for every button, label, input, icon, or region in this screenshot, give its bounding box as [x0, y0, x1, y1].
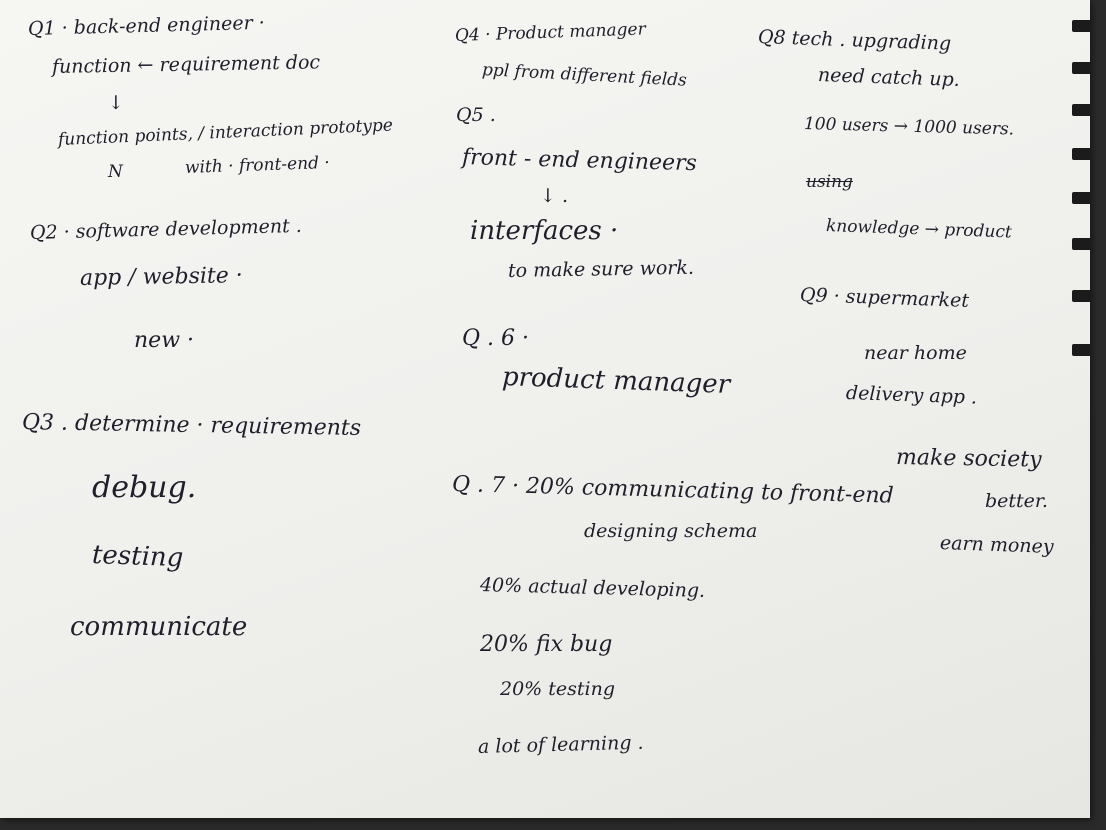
q8-title: Q8 tech . upgrading: [757, 26, 952, 55]
q1-line-function: function ← requirement doc: [51, 51, 321, 78]
q1-line-with-front-end: with · front-end ·: [184, 152, 331, 178]
q6-line-product-manager: product manager: [501, 362, 731, 400]
q1-arrow: ↓: [108, 92, 124, 114]
binder-tab: [1072, 192, 1090, 204]
q1-title: Q1 · back-end engineer ·: [27, 11, 266, 40]
q7-line-fix-bug: 20% fix bug: [480, 632, 613, 657]
q4-line-ppl: ppl from different fields: [481, 60, 688, 91]
binder-tab: [1072, 104, 1090, 116]
binder-tab: [1072, 20, 1090, 32]
q9-line-delivery: delivery app .: [845, 382, 978, 409]
binder-tab: [1072, 238, 1090, 250]
q9-title: Q9 · supermarket: [799, 284, 970, 312]
binder-tab: [1072, 344, 1090, 356]
q3-item-testing: testing: [91, 540, 184, 574]
q3-item-debug: debug.: [92, 470, 197, 505]
q9-line-society: make society: [895, 445, 1042, 473]
binder-tab: [1072, 62, 1090, 74]
q3-item-communicate: communicate: [70, 612, 248, 642]
q8-line-catch-up: need catch up.: [817, 64, 961, 91]
q4-title: Q4 · Product manager: [454, 19, 646, 46]
q5-line-make-sure: to make sure work.: [507, 256, 695, 282]
q8-line-users: 100 users → 1000 users.: [803, 114, 1015, 140]
binder-tab: [1072, 290, 1090, 302]
binder-tab: [1072, 148, 1090, 160]
q2-line-new: new ·: [134, 328, 195, 353]
q9-line-earn-money: earn money: [939, 532, 1054, 558]
q2-line-app-website: app / website ·: [79, 263, 243, 291]
q7-line-testing: 20% testing: [500, 678, 616, 700]
q9-line-better: better.: [985, 490, 1048, 512]
q5-arrow: ↓ .: [540, 185, 568, 207]
q5-line-front-end-engineers: front - end engineers: [461, 145, 698, 177]
q5-title: Q5 .: [456, 104, 496, 126]
q1-line-n: N: [108, 162, 123, 182]
q8-line-knowledge: knowledge → product: [825, 216, 1013, 243]
q6-title: Q . 6 ·: [462, 326, 529, 351]
q5-line-interfaces: interfaces ·: [470, 216, 619, 246]
q7-line-learning: a lot of learning .: [477, 731, 644, 758]
q7-line-designing: designing schema: [584, 520, 758, 542]
q3-title: Q3 . determine · requirements: [21, 410, 362, 441]
q2-title: Q2 · software development .: [29, 214, 303, 244]
q9-line-near-home: near home: [864, 342, 967, 364]
q7-title: Q . 7 · 20% communicating to front-end: [451, 472, 894, 509]
q7-line-40: 40% actual developing.: [479, 574, 706, 602]
q1-line-function-points: function points, / interaction prototype: [57, 115, 394, 150]
q8-struck-word: using: [806, 172, 853, 192]
notebook-page: Q1 · back-end engineer · function ← requ…: [0, 0, 1090, 818]
